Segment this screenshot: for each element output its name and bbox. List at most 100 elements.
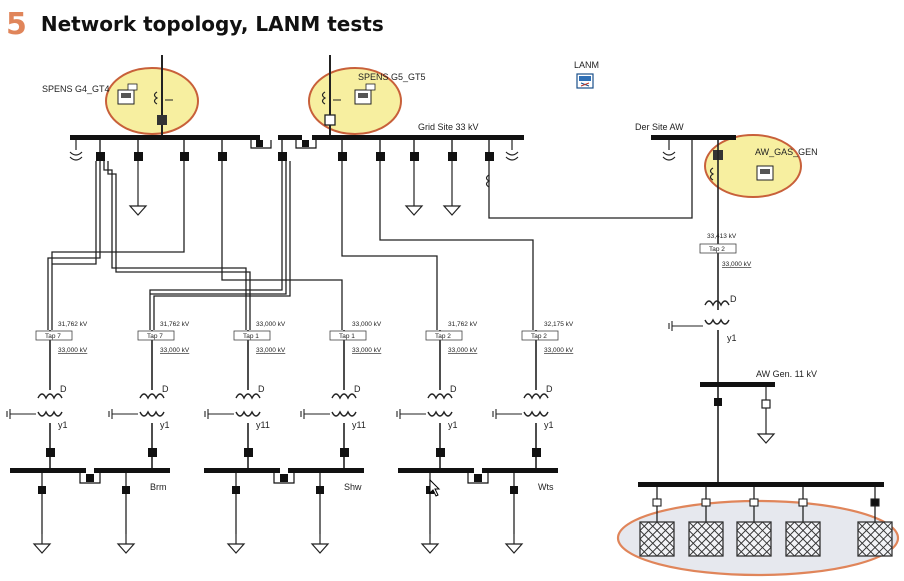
feeder-load-1[interactable]: [33, 473, 51, 554]
aw-branch-breaker[interactable]: [714, 398, 722, 406]
feeder2-bus-label: Shw: [344, 482, 362, 492]
aw-gen-bus-load[interactable]: [757, 387, 775, 444]
gen1-symbol[interactable]: [117, 55, 173, 137]
tap-box-2[interactable]: [137, 330, 175, 341]
transformer-unit-1[interactable]: 31,762 kV Tap 7 33,000 kV Dy1: [6, 321, 88, 468]
aw-gen-highlight[interactable]: [704, 134, 802, 198]
kv-lv-4: 33,000 kV: [352, 347, 382, 354]
grid-bus-breakers[interactable]: [96, 152, 494, 161]
tap-box-5[interactable]: [425, 330, 463, 341]
feeder-breaker-1[interactable]: [46, 448, 55, 457]
tap-box-3[interactable]: [233, 330, 271, 341]
feeder1-bus-label: Brm: [150, 482, 167, 492]
tap-label-1: Tap 7: [45, 333, 61, 340]
winding-hv-2: D: [162, 384, 169, 394]
feeder-cables-double: [52, 161, 287, 330]
aw-load-5[interactable]: [857, 487, 893, 557]
aw-load-1[interactable]: [639, 487, 675, 557]
winding-lv-5: y1: [448, 420, 458, 430]
mouse-cursor: [429, 478, 441, 497]
feeder-breaker-5[interactable]: [436, 448, 445, 457]
grid-bus-arrester-right: [505, 140, 519, 161]
grid-bus-arrester-left: [69, 140, 83, 161]
aw-winding-hv: D: [730, 294, 737, 304]
winding-hv-5: D: [450, 384, 457, 394]
gen1-label: SPENS G4_GT4: [42, 84, 110, 94]
der-bus[interactable]: [651, 135, 736, 140]
slide-number: 5: [6, 6, 27, 42]
grid-bus[interactable]: [70, 135, 524, 149]
feeder-breaker-4[interactable]: [340, 448, 349, 457]
gen2-symbol[interactable]: [321, 55, 376, 137]
kv-lv-2: 33,000 kV: [160, 347, 190, 354]
slide-header: 5 Network topology, LANM tests: [6, 4, 384, 44]
aw-gen-bus[interactable]: [700, 382, 775, 387]
tap-label-4: Tap 1: [339, 333, 355, 340]
aw-gen-bus-label: AW Gen. 11 kV: [756, 369, 817, 379]
kv-lv-5: 33,000 kV: [448, 347, 478, 354]
kv-hv-5: 31,762 kV: [448, 321, 478, 328]
feeder-cables: [47, 140, 693, 330]
transformer-unit-2[interactable]: 31,762 kV Tap 7 33,000 kV Dy1: [108, 321, 190, 468]
tap-label-5: Tap 2: [435, 333, 451, 340]
winding-hv-4: D: [354, 384, 361, 394]
tap-box-1[interactable]: [35, 330, 73, 341]
slide-title: Network topology, LANM tests: [40, 12, 384, 36]
tap-box-4[interactable]: [329, 330, 367, 341]
winding-hv-3: D: [258, 384, 265, 394]
winding-hv-1: D: [60, 384, 67, 394]
der-bus-label: Der Site AW: [635, 122, 684, 132]
winding-lv-3: y11: [256, 420, 270, 430]
aw-winding-lv: y1: [727, 333, 737, 343]
feeder-load-2[interactable]: [117, 473, 135, 554]
kv-hv-1: 31,762 kV: [58, 321, 88, 328]
aw-tap-box[interactable]: [699, 243, 737, 254]
aw-load-bus[interactable]: [638, 482, 884, 487]
kv-hv-3: 33,000 kV: [256, 321, 286, 328]
aw-transformer[interactable]: 33,413 kV Tap 2 33,000 kV D y1: [668, 233, 752, 343]
grid-bus-label: Grid Site 33 kV: [418, 122, 479, 132]
der-bus-arrester: [662, 140, 676, 161]
kv-lv-1: 33,000 kV: [58, 347, 88, 354]
aw-gen-label: AW_GAS_GEN: [755, 147, 818, 157]
kv-lv-3: 33,000 kV: [256, 347, 286, 354]
tap-label-6: Tap 2: [531, 333, 547, 340]
winding-lv-2: y1: [160, 420, 170, 430]
feeder-breaker-3[interactable]: [244, 448, 253, 457]
winding-lv-4: y11: [352, 420, 366, 430]
lanm-icon[interactable]: [576, 73, 594, 89]
winding-lv-6: y1: [544, 420, 554, 430]
kv-lv-6: 33,000 kV: [544, 347, 574, 354]
feeder-bus-2[interactable]: [204, 468, 364, 484]
transformer-unit-5[interactable]: 31,762 kV Tap 2 33,000 kV Dy1: [396, 321, 478, 468]
aw-load-3[interactable]: [736, 487, 772, 557]
grid-load-2[interactable]: [405, 161, 423, 216]
feeder-bus-1[interactable]: [10, 468, 170, 484]
aw-kv-lv: 33,000 kV: [722, 261, 752, 268]
aw-tap-label: Tap 2: [709, 246, 725, 253]
aw-load-4[interactable]: [785, 487, 821, 557]
feeder-load-6[interactable]: [505, 473, 523, 554]
winding-hv-6: D: [546, 384, 553, 394]
feeder-load-4[interactable]: [311, 473, 329, 554]
winding-lv-1: y1: [58, 420, 68, 430]
grid-load-3[interactable]: [443, 161, 461, 216]
kv-hv-6: 32,175 kV: [544, 321, 574, 328]
tap-box-6[interactable]: [521, 330, 559, 341]
grid-load-1[interactable]: [129, 161, 147, 216]
transformer-unit-6[interactable]: 32,175 kV Tap 2 33,000 kV Dy1: [492, 321, 574, 468]
aw-kv-hv: 33,413 kV: [707, 233, 737, 240]
grid-cable-head: [485, 174, 491, 188]
tap-label-3: Tap 1: [243, 333, 259, 340]
tap-label-2: Tap 7: [147, 333, 163, 340]
feeder-load-3[interactable]: [227, 473, 245, 554]
aw-load-2[interactable]: [688, 487, 724, 557]
feeder-breaker-2[interactable]: [148, 448, 157, 457]
lanm-label: LANM: [574, 60, 599, 70]
kv-hv-2: 31,762 kV: [160, 321, 190, 328]
feeder-breaker-6[interactable]: [532, 448, 541, 457]
grid-bus-stubs: [99, 140, 490, 152]
feeder-bus-3[interactable]: [398, 468, 558, 484]
